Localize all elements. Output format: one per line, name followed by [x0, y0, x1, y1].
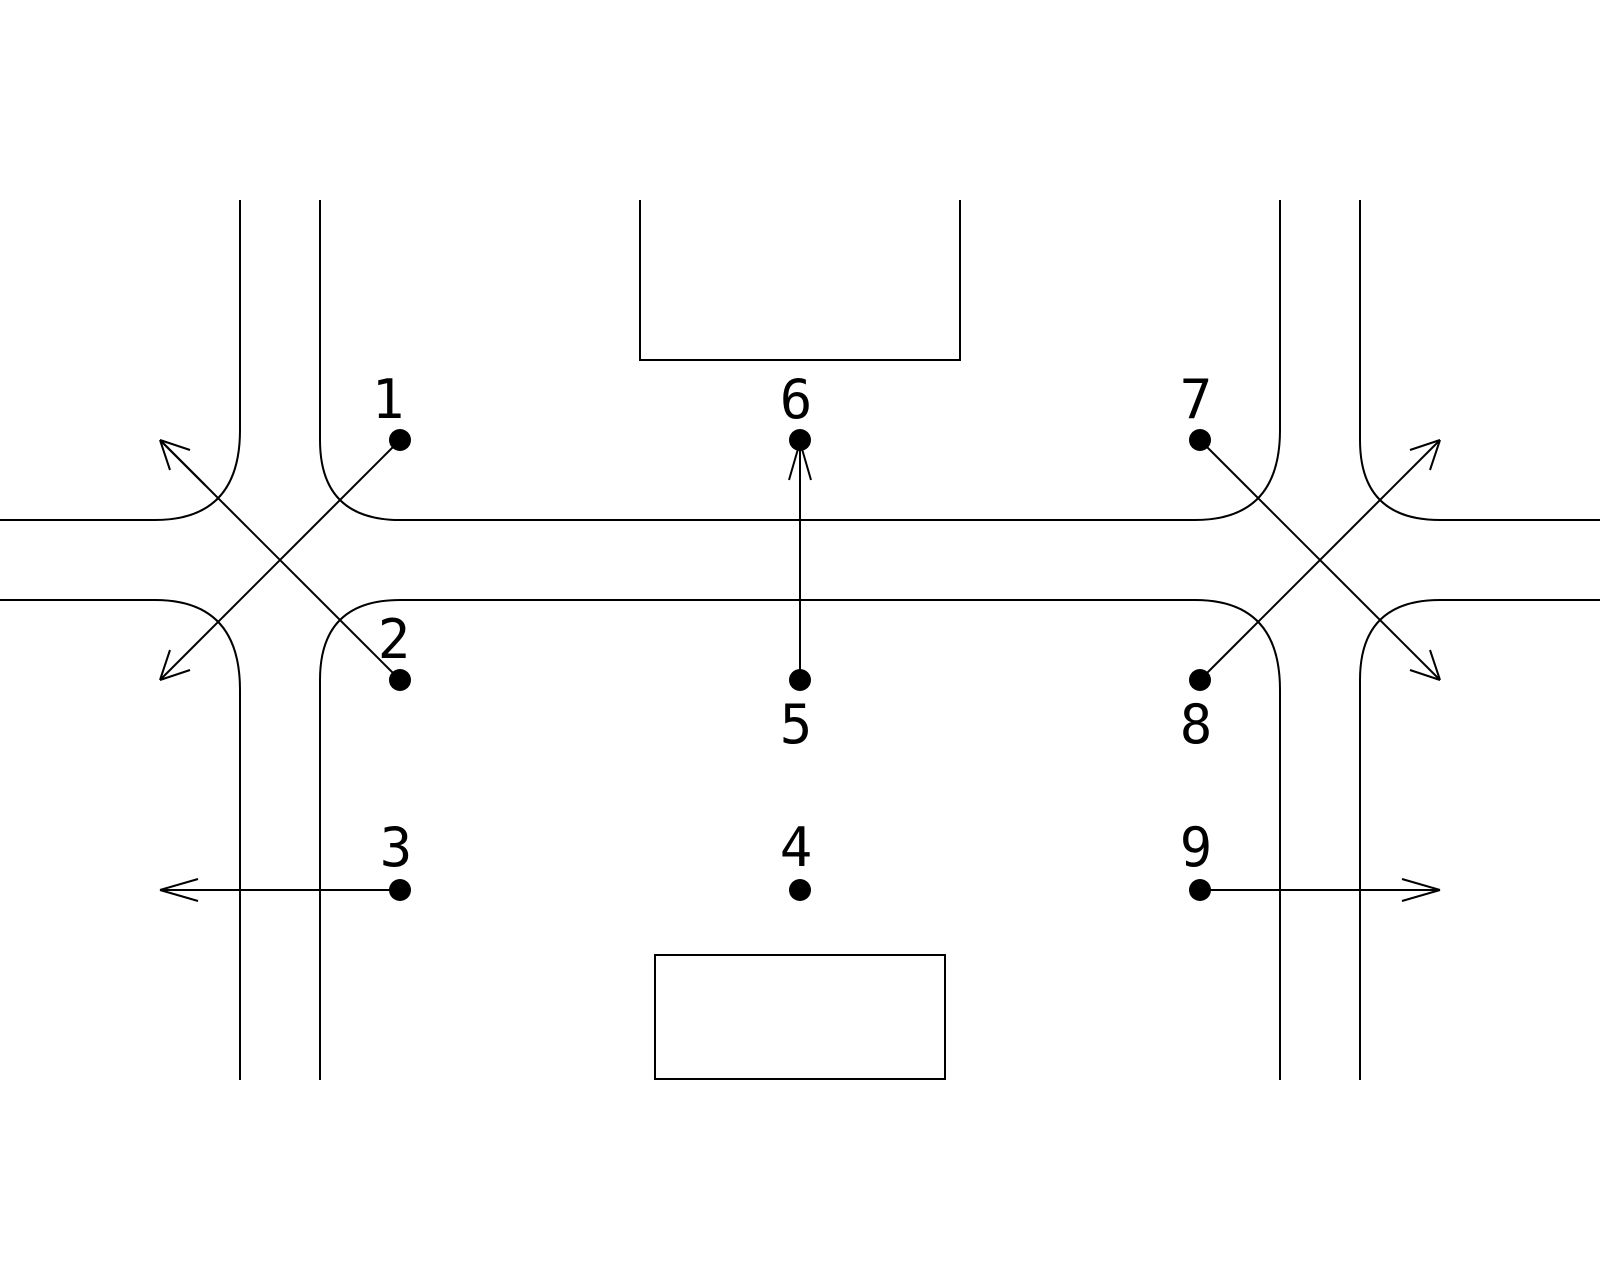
top-building-block: [639, 200, 961, 361]
point-dot-1: [389, 429, 411, 451]
point-dot-3: [389, 879, 411, 901]
point-label-5: 5: [780, 693, 813, 756]
arrow-head-lower-left: [159, 649, 191, 681]
point-label-3: 3: [380, 816, 413, 879]
point-label-8: 8: [1180, 693, 1213, 756]
point-dot-8: [1189, 669, 1211, 691]
left-road-inner-bottom-edge: [319, 599, 1281, 1080]
arrow-head-lower-right: [1409, 649, 1441, 681]
point-label-6: 6: [780, 368, 813, 431]
point-dot-6: [789, 429, 811, 451]
arrow-head-right: [1401, 878, 1441, 902]
point-dot-5: [789, 669, 811, 691]
numbered-points: 1 2 3 4 5 6 7 8 9: [372, 368, 1213, 901]
arrow-head-upper-left: [159, 439, 206, 486]
left-road-outer-top-edge: [0, 200, 241, 521]
bottom-building-block: [654, 954, 946, 1080]
arrow-head-upper-right: [1409, 439, 1441, 471]
point-label-4: 4: [780, 816, 813, 879]
point-dot-7: [1189, 429, 1211, 451]
arrow-head-left: [159, 878, 199, 902]
path-8-to-upper-right: [1199, 439, 1441, 681]
point-label-7: 7: [1180, 368, 1213, 431]
point-dot-2: [389, 669, 411, 691]
movement-arrows: [159, 439, 1441, 902]
left-road-inner-top-edge: [319, 200, 1281, 521]
left-road-outer-bottom-edge: [0, 599, 241, 1080]
point-dot-9: [1189, 879, 1211, 901]
right-road-outer-top-edge: [1359, 200, 1600, 521]
point-label-9: 9: [1180, 816, 1213, 879]
point-label-2: 2: [378, 608, 411, 671]
point-dot-4: [789, 879, 811, 901]
point-label-1: 1: [372, 368, 405, 431]
right-road-outer-bottom-edge: [1359, 599, 1600, 1080]
